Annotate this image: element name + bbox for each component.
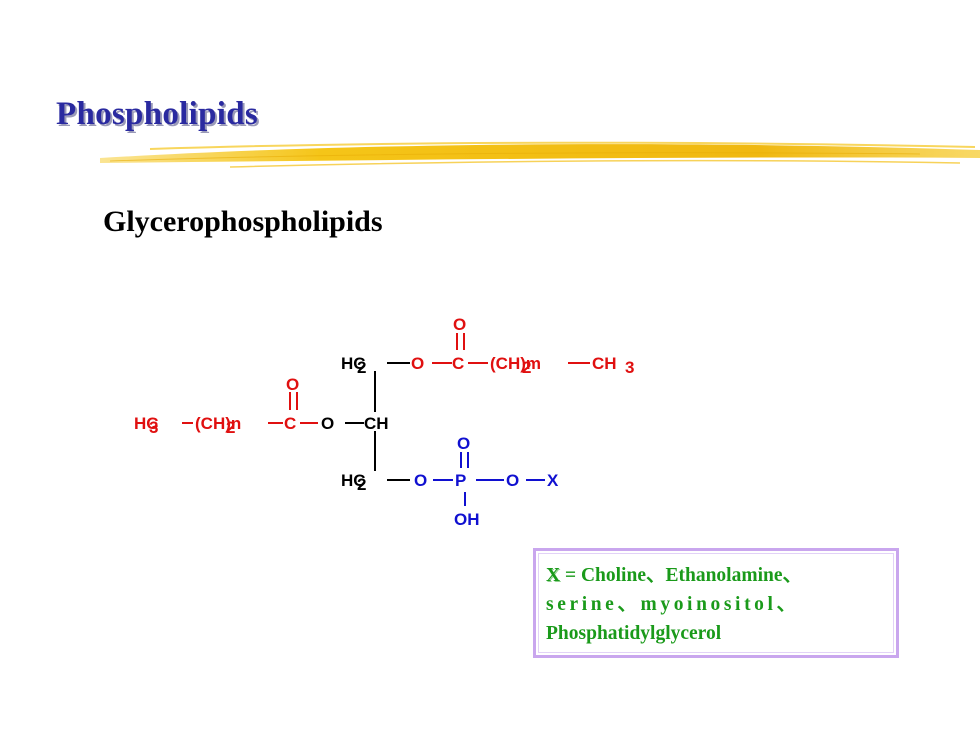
svg-text:3: 3 [149,418,158,437]
phosphate-ester-oxygen: O [506,471,519,490]
svg-text:2: 2 [226,418,235,437]
lower-carbonyl-carbon: C [284,414,296,433]
legend-line-1: X = Choline、Ethanolamine、 [546,561,896,590]
upper-carbonyl-oxygen: O [453,315,466,334]
phosphate-group: O P O O X OH [414,434,559,529]
x-substituent: X [547,471,559,490]
formula-subscripts: 2 2 2 3 3 2 [149,358,634,494]
phosphate-bridge-oxygen: O [414,471,427,490]
upper-terminal-methyl: CH [592,354,617,373]
glycerol-middle-carbon: CH [364,414,389,433]
page-title: Phospholipids [56,96,259,132]
backbone-bonds [345,362,410,481]
upper-acyl-chain: (CH)m [490,354,541,373]
legend-line-2: serine、myoinositol、 [546,594,800,615]
svg-text:3: 3 [625,358,634,377]
section-subtitle: Glycerophospholipids [103,205,383,238]
lower-carbonyl-oxygen: O [286,375,299,394]
upper-carbonyl-carbon: C [452,354,464,373]
lower-ester-oxygen: O [321,414,334,433]
legend-variable: X [546,565,561,586]
phosphate-hydroxyl: OH [454,510,480,529]
upper-ester-group: O C O (CH)m CH [411,315,617,373]
upper-ester-oxygen: O [411,354,424,373]
title-underline-brush-stroke [100,141,980,168]
lower-terminal-methyl: HC [134,414,159,433]
legend-line-1-text: = Choline、Ethanolamine、 [560,565,802,586]
svg-text:2: 2 [522,358,531,377]
phosphorus-atom: P [455,471,466,490]
svg-text:2: 2 [357,358,366,377]
glycerol-top-carbon: HC [341,354,366,373]
phosphate-bonds [433,452,545,506]
glycerol-bottom-carbon: HC [341,471,366,490]
substituent-legend-box: X = Choline、Ethanolamine、 serine、myoinos… [533,548,899,658]
legend-line-3: Phosphatidylglycerol [546,623,722,644]
lower-acyl-chain: (CH)n [195,414,241,433]
ester-bonds [182,333,590,424]
lower-ester-group: HC (CH)n C O [134,375,299,433]
phosphoryl-oxygen: O [457,434,470,453]
svg-text:2: 2 [357,475,366,494]
